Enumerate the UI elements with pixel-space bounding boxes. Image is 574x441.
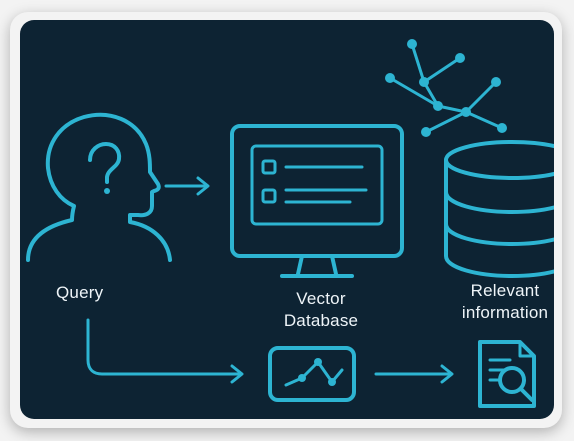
query-label: Query [56, 283, 104, 302]
arrow-query-to-vector [86, 318, 244, 384]
head-question-icon [26, 112, 172, 262]
document-search-icon [478, 340, 536, 408]
vector-plot-icon [268, 346, 356, 402]
vector-database-label-line1: Vector [296, 289, 346, 308]
vector-database-label-line2: Database [283, 311, 359, 330]
database-icon [444, 140, 554, 278]
relevant-information-label-line1: Relevant [470, 281, 540, 300]
diagram-card: Query Vector Database Relevant informati… [20, 20, 554, 419]
network-graph-icon [385, 39, 507, 137]
diagram-canvas [26, 39, 554, 408]
vector-database-label: Vector Database [266, 288, 376, 332]
arrow-vector-to-information [374, 364, 454, 384]
relevant-information-label: Relevant information [450, 280, 554, 324]
relevant-information-label-line2: information [461, 303, 549, 322]
monitor-icon [230, 124, 404, 278]
arrow-query-to-database [164, 176, 210, 196]
